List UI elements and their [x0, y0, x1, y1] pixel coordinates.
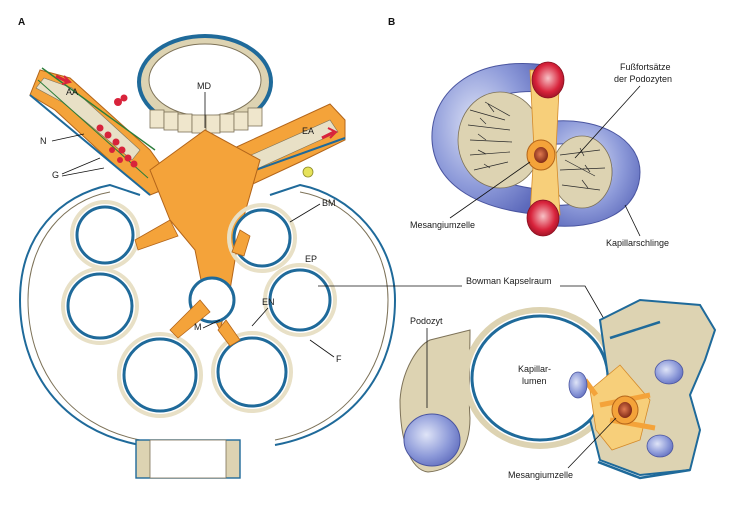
endothelial-nucleus-3 [646, 434, 674, 458]
panel-b-label: B [388, 17, 395, 28]
label-fussfortsaetze-2: der Podozyten [614, 74, 672, 84]
label-fussfortsaetze-1: Fußfortsätze [620, 62, 671, 72]
label-ep: EP [305, 254, 317, 264]
label-kapillarschlinge: Kapillarschlinge [606, 238, 669, 248]
endothelial-nucleus [568, 371, 588, 399]
bowman-capsule [18, 183, 397, 479]
macula-densa-tubule [137, 34, 273, 134]
label-en: EN [262, 297, 275, 307]
mesangial-nucleus-bottom [618, 402, 632, 418]
label-ea: EA [302, 126, 314, 136]
label-mesangiumzelle-top: Mesangiumzelle [410, 220, 475, 230]
capillary-right [551, 135, 613, 209]
panel-a-label: A [18, 17, 25, 28]
podocyte-layer [61, 200, 337, 418]
label-n: N [40, 136, 47, 146]
label-podozyt: Podozyt [410, 316, 443, 326]
podocyte-nucleus [403, 413, 461, 467]
label-aa: AA [66, 87, 78, 97]
label-bowman: Bowman Kapselraum [466, 276, 552, 286]
label-bm: BM [322, 198, 336, 208]
label-f: F [336, 354, 342, 364]
mesangium-branches [134, 219, 251, 347]
label-g: G [52, 170, 59, 180]
label-md: MD [197, 81, 211, 91]
label-mesangiumzelle-bottom: Mesangiumzelle [508, 470, 573, 480]
mesangial-nucleus-top [534, 147, 548, 163]
label-kapillar-2: lumen [522, 376, 547, 386]
endothelial-nucleus-2 [654, 359, 684, 385]
panel-b-bottom-diagram: Podozyt Kapillar- lumen Mesangiumzelle [399, 298, 717, 480]
erythrocyte-bottom [526, 199, 560, 237]
label-kapillar-1: Kapillar- [518, 364, 551, 374]
panel-b-top-diagram: B Fußfortsätze der Podozyten Mesangiumze… [388, 17, 672, 248]
erythrocyte-top [531, 61, 565, 99]
label-m: M [194, 322, 202, 332]
afferent-arteriole [29, 67, 176, 196]
capillary-loops [66, 205, 332, 413]
panel-a-diagram: A [18, 17, 397, 479]
